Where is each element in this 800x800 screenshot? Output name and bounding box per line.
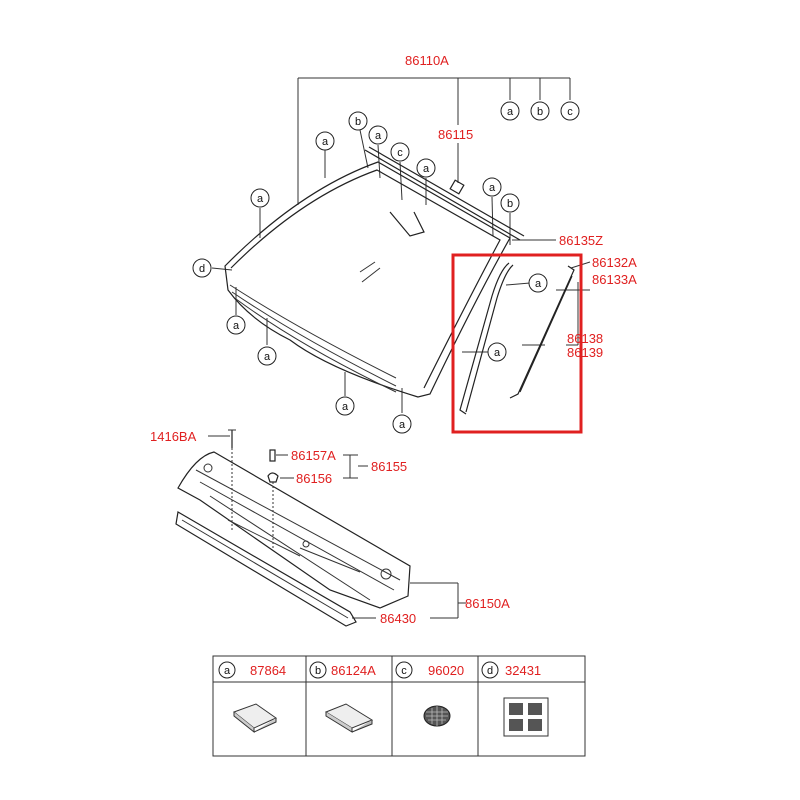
callout-a: a: [487, 342, 507, 362]
legend-header-a: a 87864: [218, 661, 286, 679]
callout-a: a: [392, 414, 412, 434]
part-86135Z: 86135Z: [559, 233, 603, 248]
svg-text:b: b: [507, 198, 513, 210]
legend-header-c: c 96020: [395, 661, 464, 679]
svg-text:a: a: [507, 106, 514, 118]
svg-text:b: b: [537, 106, 543, 118]
svg-text:87864: 87864: [250, 663, 286, 678]
part-1416BA: 1416BA: [150, 429, 197, 444]
svg-text:d: d: [487, 665, 493, 677]
callout-b: b: [530, 101, 550, 121]
callout-d: d: [192, 258, 212, 278]
svg-text:b: b: [315, 665, 321, 677]
callout-a: a: [368, 125, 388, 145]
legend-header-b: b 86124A: [309, 661, 376, 679]
svg-text:d: d: [199, 263, 205, 275]
clip-block-icon: [324, 703, 374, 733]
letter-callouts: a b c a b a c a a b a d a a a a a a: [192, 101, 580, 434]
part-86132A: 86132A: [592, 255, 637, 270]
part-86156: 86156: [296, 471, 332, 486]
svg-text:a: a: [489, 182, 496, 194]
svg-text:a: a: [257, 193, 264, 205]
svg-text:a: a: [264, 351, 271, 363]
callout-c: c: [390, 142, 410, 162]
part-86139: 86139: [567, 345, 603, 360]
part-86133A: 86133A: [592, 272, 637, 287]
svg-text:32431: 32431: [505, 663, 541, 678]
svg-text:a: a: [322, 136, 329, 148]
leader-lines: [208, 77, 591, 619]
callout-c: c: [560, 101, 580, 121]
part-86430: 86430: [380, 611, 416, 626]
label-sticker-icon: [503, 697, 549, 737]
rubber-block-icon: [232, 703, 278, 734]
svg-text:c: c: [401, 665, 407, 677]
round-mesh-pad-icon: [423, 705, 451, 727]
cowl-panel: [175, 429, 411, 627]
part-86115: 86115: [438, 127, 473, 142]
svg-text:a: a: [399, 419, 406, 431]
side-moulding: [459, 262, 575, 415]
part-86157A: 86157A: [291, 448, 336, 463]
svg-text:96020: 96020: [428, 663, 464, 678]
highlight-box: [451, 253, 583, 434]
callout-a: a: [335, 396, 355, 416]
callout-b: b: [500, 193, 520, 213]
callout-b: b: [348, 111, 368, 131]
svg-text:86124A: 86124A: [331, 663, 376, 678]
callout-a: a: [416, 158, 436, 178]
callout-a: a: [315, 131, 335, 151]
svg-text:a: a: [342, 401, 349, 413]
part-86138: 86138: [567, 331, 603, 346]
svg-text:a: a: [375, 130, 382, 142]
svg-text:a: a: [224, 665, 231, 677]
callout-a: a: [250, 188, 270, 208]
svg-text:a: a: [494, 347, 501, 359]
svg-text:a: a: [423, 163, 430, 175]
callout-a: a: [500, 101, 520, 121]
svg-text:c: c: [567, 106, 573, 118]
windshield-glass: [224, 146, 525, 398]
callout-a: a: [257, 346, 277, 366]
part-numbers: 86110A 86115 86135Z 86132A 86133A 86138 …: [150, 53, 637, 626]
svg-text:b: b: [355, 116, 361, 128]
callout-a: a: [482, 177, 502, 197]
part-86110A: 86110A: [405, 53, 449, 68]
svg-text:a: a: [233, 320, 240, 332]
part-86155: 86155: [371, 459, 407, 474]
callout-a: a: [226, 315, 246, 335]
legend-header-d: d 32431: [481, 661, 541, 679]
legend-table: a 87864 b 86124A c 96020 d 32431: [212, 655, 586, 757]
callout-a: a: [528, 273, 548, 293]
part-86150A: 86150A: [465, 596, 510, 611]
svg-text:c: c: [397, 147, 403, 159]
svg-text:a: a: [535, 278, 542, 290]
